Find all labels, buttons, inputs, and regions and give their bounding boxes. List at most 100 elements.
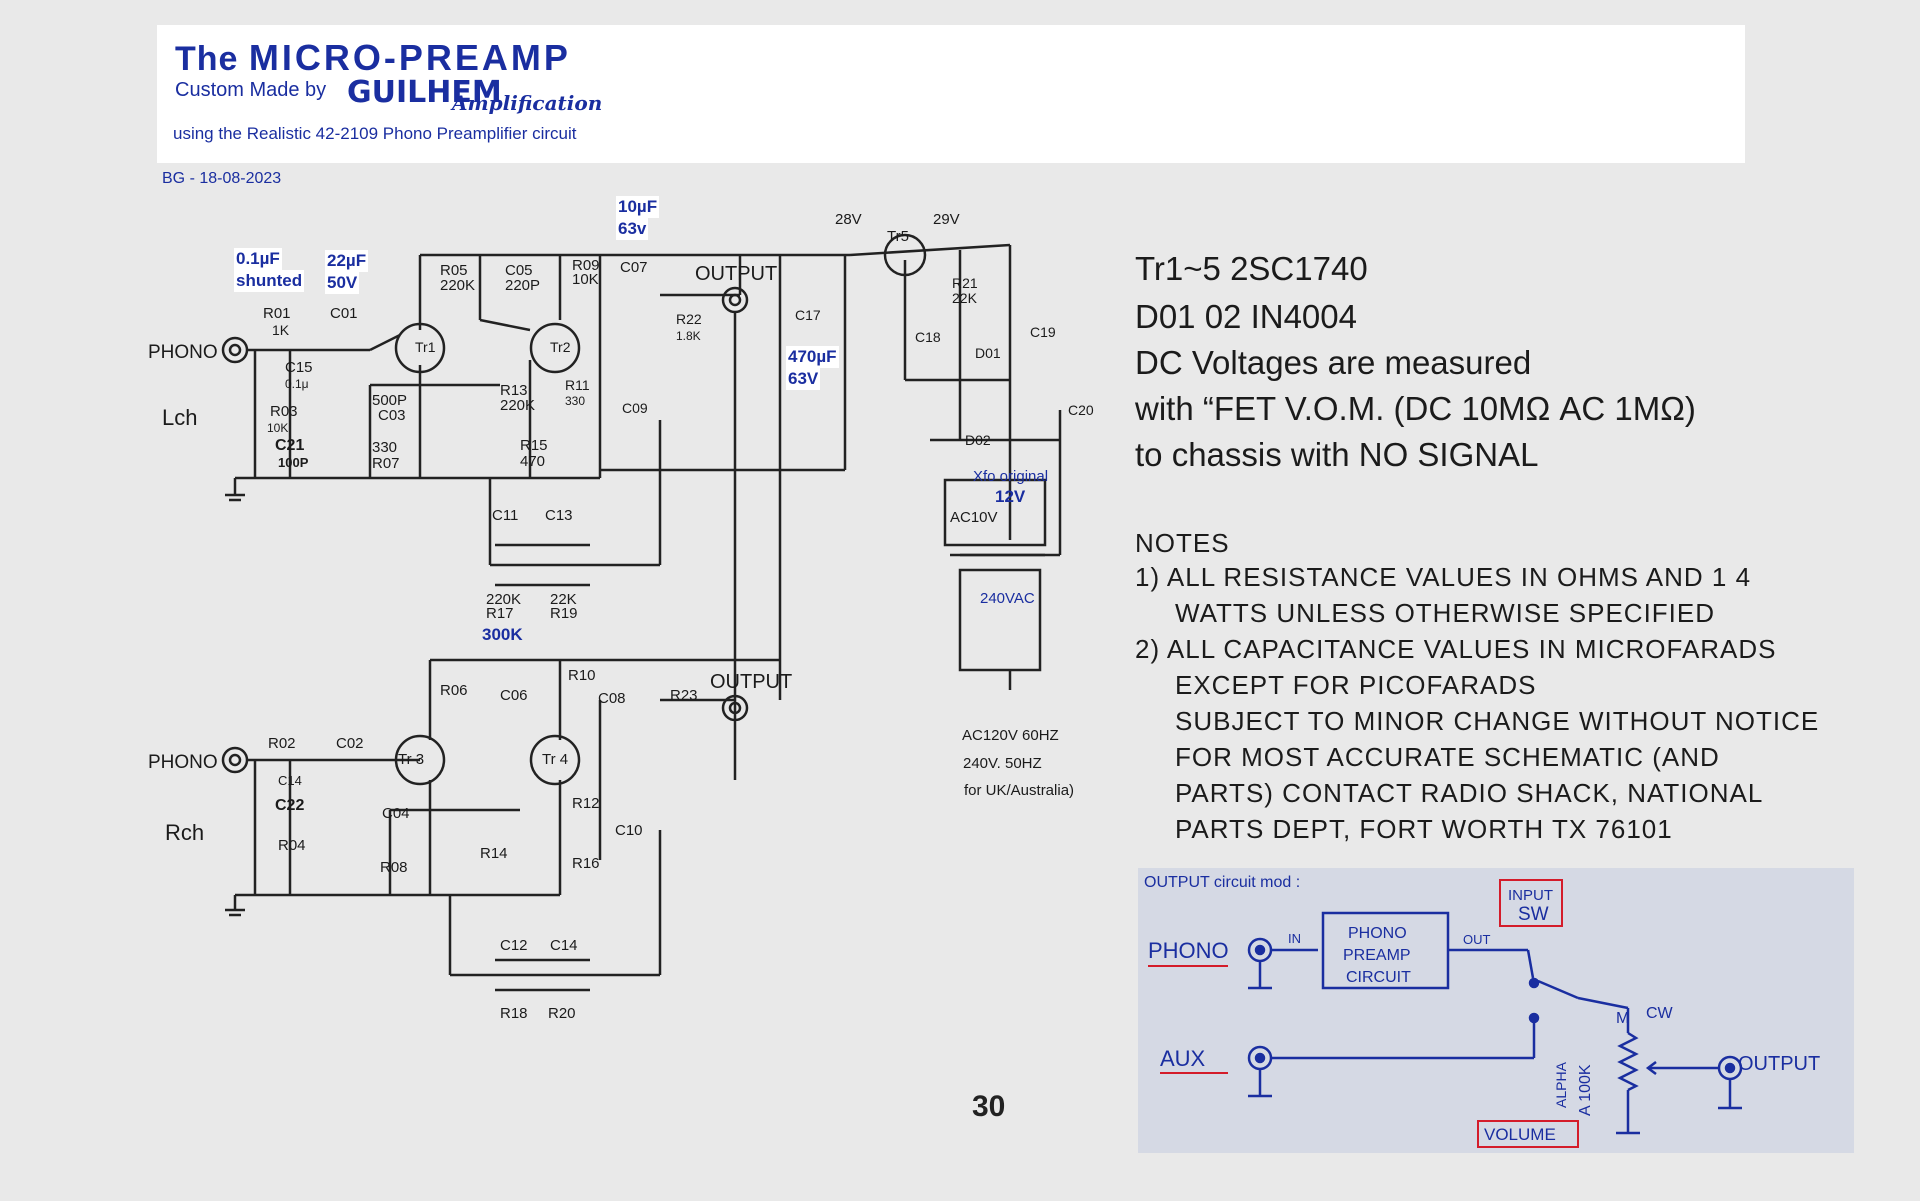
annot-c17-volt: 63V: [786, 368, 821, 390]
mod-alpha-label: ALPHA: [1553, 1061, 1569, 1108]
notes-heading: NOTES: [1135, 528, 1230, 558]
note-1b: WATTS UNLESS OTHERWISE SPECIFIED: [1175, 598, 1716, 628]
annot-primary-voltage: 240VAC: [980, 590, 1035, 607]
mod-box-line1: PHONO: [1348, 925, 1407, 942]
note-fet-vom: with “FET V.O.M. (DC 10MΩ AC 1MΩ): [1135, 390, 1696, 427]
note-no-signal: to chassis with NO SIGNAL: [1135, 436, 1539, 473]
label-r17: R17: [486, 605, 514, 622]
mod-phono-label: PHONO: [1148, 938, 1229, 963]
label-c18: C18: [915, 329, 941, 345]
label-c05-value: 220P: [505, 277, 540, 294]
label-c03-value: 500P: [372, 392, 407, 409]
label-c13: C13: [545, 507, 573, 524]
label-r03-value: 10K: [267, 421, 288, 435]
label-c22: C22: [275, 797, 304, 814]
label-c02: C02: [336, 735, 364, 752]
label-r08: R08: [380, 859, 408, 876]
label-r21: R21: [952, 275, 978, 291]
annot-xfo-volt: 12V: [995, 487, 1026, 506]
label-r09-value: 10K: [572, 271, 599, 288]
label-c14: C14: [278, 773, 302, 788]
label-tr3: Tr 3: [398, 751, 424, 768]
label-c06: C06: [500, 687, 528, 704]
note-6: PARTS DEPT, FORT WORTH TX 76101: [1175, 814, 1673, 844]
title-header: The MICRO-PREAMP Custom Made by GUILHEM …: [157, 25, 1745, 163]
label-c14b: C14: [550, 937, 578, 954]
label-r18: R18: [500, 1005, 528, 1022]
annot-c07-volt: 63v: [616, 218, 649, 240]
author-date: BG - 18-08-2023: [162, 170, 282, 187]
custom-made-by: Custom Made by: [175, 79, 327, 101]
mod-diagram: PHONO IN OUT PHONO PREAMP CIRCUIT INPUT …: [1148, 879, 1820, 1148]
note-1a: 1) ALL RESISTANCE VALUES IN OHMS AND 1 4: [1135, 562, 1752, 592]
mod-a100k-label: A 100K: [1577, 1064, 1594, 1116]
label-ac10v: AC10V: [950, 509, 998, 526]
label-phono-l: PHONO: [148, 342, 218, 363]
label-c21-value: 100P: [278, 455, 309, 470]
label-r20: R20: [548, 1005, 576, 1022]
label-tr4: Tr 4: [542, 751, 568, 768]
title-the: The: [175, 40, 239, 78]
label-c03: C03: [378, 407, 406, 424]
label-r09: R09: [572, 257, 600, 274]
label-r06: R06: [440, 682, 468, 699]
page-number: 30: [972, 1090, 1006, 1123]
label-r12: R12: [572, 795, 600, 812]
label-r02: R02: [268, 735, 296, 752]
brand-logo-subtext: Amplification: [452, 91, 603, 115]
annot-c15-value: 0.1µF: [234, 248, 282, 270]
label-d01: D01: [975, 345, 1001, 361]
label-r21-value: 22K: [952, 290, 978, 306]
annot-c15-note: shunted: [234, 270, 305, 292]
label-r13-value: 220K: [500, 397, 535, 414]
note-diodes: D01 02 IN4004: [1135, 298, 1357, 335]
mod-highlights: [1148, 879, 1579, 1148]
mod-labels: PHONO IN OUT PHONO PREAMP CIRCUIT INPUT …: [1148, 887, 1820, 1144]
label-c09: C09: [622, 400, 648, 416]
page-title: The MICRO-PREAMP: [175, 37, 571, 79]
label-c10: C10: [615, 822, 643, 839]
label-r03: R03: [270, 403, 298, 420]
mod-volume-label: VOLUME: [1484, 1125, 1556, 1144]
annot-c17-value: 470µF: [786, 346, 839, 368]
label-lch: Lch: [162, 405, 197, 430]
note-transistors: Tr1~5 2SC1740: [1135, 250, 1368, 287]
mod-aux-label: AUX: [1160, 1046, 1206, 1071]
label-29v: 29V: [933, 211, 960, 228]
label-r15: R15: [520, 437, 548, 454]
label-output-top: OUTPUT: [695, 263, 777, 285]
label-r11: R11: [565, 377, 590, 393]
mod-out-label: OUT: [1463, 932, 1491, 947]
label-ac-mains-2: 240V. 50HZ: [963, 755, 1042, 772]
mod-input-sw-line2: SW: [1518, 904, 1549, 925]
label-ac-mains-3: for UK/Australia): [964, 782, 1074, 799]
label-c04: C04: [382, 805, 410, 822]
mod-output-label: OUTPUT: [1738, 1053, 1820, 1075]
label-c07: C07: [620, 259, 648, 276]
label-c15-value: 0.1μ: [285, 377, 309, 391]
annot-c07-value: 10µF: [616, 196, 660, 218]
label-tr5: Tr5: [887, 228, 909, 245]
label-r19: R19: [550, 605, 578, 622]
mod-m-label: M: [1616, 1010, 1629, 1027]
label-c01: C01: [330, 305, 358, 322]
note-5: PARTS) CONTACT RADIO SHACK, NATIONAL: [1175, 778, 1764, 808]
label-r16: R16: [572, 855, 600, 872]
label-r14: R14: [480, 845, 508, 862]
annot-r17-value: 300K: [482, 625, 523, 644]
label-r22: R22: [676, 311, 702, 327]
label-c11: C11: [492, 507, 518, 524]
note-2b: EXCEPT FOR PICOFARADS: [1175, 670, 1537, 700]
label-d02: D02: [965, 432, 991, 448]
circuit-source-note: using the Realistic 42-2109 Phono Preamp…: [173, 124, 577, 143]
note-2a: 2) ALL CAPACITANCE VALUES IN MICROFARADS: [1135, 634, 1777, 664]
label-c12: C12: [500, 937, 528, 954]
label-28v: 28V: [835, 211, 862, 228]
mod-box-line3: CIRCUIT: [1346, 969, 1411, 986]
label-rch: Rch: [165, 820, 204, 845]
label-c21: C21: [275, 437, 304, 454]
output-mod-panel: OUTPUT circuit mod :: [1138, 868, 1854, 1153]
label-c19: C19: [1030, 324, 1056, 340]
